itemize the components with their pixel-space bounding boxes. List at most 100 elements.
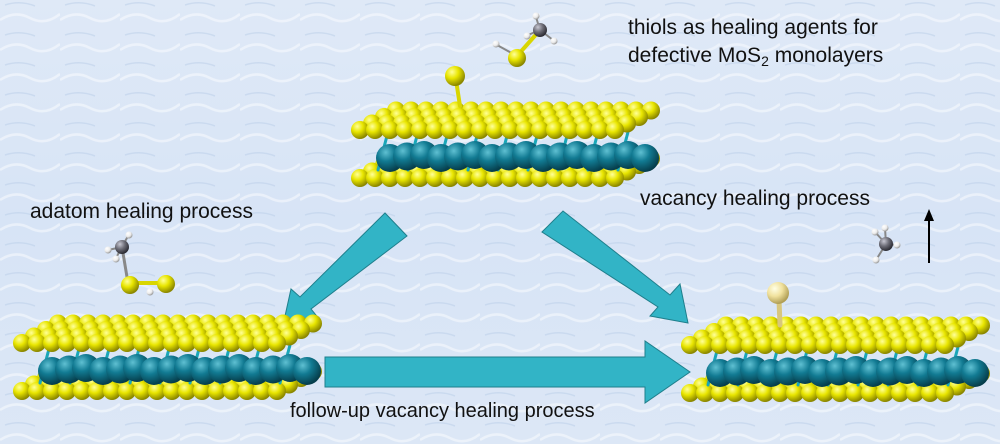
sulfur-atom <box>921 384 939 402</box>
adatom-thiol-carbon <box>115 240 129 254</box>
hydrogen <box>146 288 154 296</box>
thiol-carbon <box>533 23 547 37</box>
sulfur-atom <box>546 121 564 139</box>
sulfur-atom <box>846 384 864 402</box>
sulfur-atom <box>741 336 759 354</box>
sulfur-atom <box>178 334 196 352</box>
sulfur-atom <box>936 384 954 402</box>
sulfur-atom <box>133 382 151 400</box>
sulfur-atom <box>681 336 699 354</box>
sulfur-atom <box>471 121 489 139</box>
sulfur-atom <box>456 121 474 139</box>
sulfur-atom <box>861 336 879 354</box>
hydrogen <box>881 224 889 232</box>
sulfur-atom <box>606 169 624 187</box>
sulfur-atom <box>58 334 76 352</box>
sulfur-atom <box>831 336 849 354</box>
thiol-sulfur <box>508 49 526 67</box>
sulfur-atom <box>516 121 534 139</box>
healed-sulfur-atom <box>767 282 789 304</box>
sulfur-atom <box>103 382 121 400</box>
sulfur-atom <box>366 121 384 139</box>
sulfur-atom <box>906 336 924 354</box>
sulfur-atom <box>13 382 31 400</box>
sulfur-atom <box>178 382 196 400</box>
sulfur-atom <box>193 382 211 400</box>
hydrogen <box>532 12 540 20</box>
vacancy-label: vacancy healing process <box>640 187 870 210</box>
sulfur-atom <box>591 121 609 139</box>
arrow-to-vacancy-layer <box>541 210 689 324</box>
hydrogen <box>893 241 901 249</box>
sulfur-atom <box>846 336 864 354</box>
sulfur-atom <box>531 169 549 187</box>
sulfur-atom <box>381 169 399 187</box>
sulfur-atom <box>876 336 894 354</box>
sulfur-atom <box>351 121 369 139</box>
sulfur-atom <box>816 336 834 354</box>
methane-molecule <box>871 224 901 264</box>
sulfur-atom <box>148 382 166 400</box>
up-arrow-head <box>924 209 934 221</box>
sulfur-atom <box>456 169 474 187</box>
sulfur-atom <box>13 334 31 352</box>
sulfur-atom <box>43 334 61 352</box>
sulfur-atom <box>576 121 594 139</box>
sulfur-atom <box>516 169 534 187</box>
sulfur-atom <box>471 169 489 187</box>
methane-carbon <box>879 237 893 251</box>
mos2-layer-vacancy <box>681 282 990 402</box>
sulfur-atom <box>501 169 519 187</box>
sulfur-atom <box>396 169 414 187</box>
sulfur-atom <box>531 121 549 139</box>
sulfur-atom <box>163 334 181 352</box>
sulfur-atom <box>208 382 226 400</box>
sulfur-atom <box>58 382 76 400</box>
title-subscript: 2 <box>761 53 769 69</box>
sulfur-atom <box>103 334 121 352</box>
sulfur-atom <box>771 384 789 402</box>
sulfur-atom <box>711 384 729 402</box>
hydrogen <box>523 32 531 40</box>
sulfur-atom <box>28 382 46 400</box>
adatom-thiol-sulfur <box>121 276 139 294</box>
sulfur-atom <box>441 169 459 187</box>
sulfur-atom <box>906 384 924 402</box>
sulfur-atom <box>223 334 241 352</box>
hydrogen <box>112 255 120 263</box>
sulfur-atom <box>606 121 624 139</box>
sulfur-atom <box>936 336 954 354</box>
sulfur-atom <box>921 336 939 354</box>
sulfur-atom <box>741 384 759 402</box>
sulfur-atom <box>193 334 211 352</box>
molybdenum-atom <box>631 144 659 172</box>
sulfur-atom <box>786 336 804 354</box>
hydrogen <box>871 228 879 236</box>
sulfur-adatom <box>445 66 465 86</box>
sulfur-atom <box>208 334 226 352</box>
thiol-molecule-adatom <box>104 231 175 296</box>
sulfur-atom <box>411 169 429 187</box>
sulfur-atom <box>133 334 151 352</box>
sulfur-atom <box>73 382 91 400</box>
sulfur-atom <box>816 384 834 402</box>
sulfur-atom <box>238 382 256 400</box>
sulfur-atom <box>561 169 579 187</box>
sulfur-atom <box>831 384 849 402</box>
sulfur-atom <box>28 334 46 352</box>
sulfur-atom <box>163 382 181 400</box>
sulfur-atom <box>696 384 714 402</box>
sulfur-atom <box>546 169 564 187</box>
arrow-follow-up <box>324 340 691 404</box>
title-line-2-suffix: monolayers <box>768 44 884 67</box>
mos2-layer-top <box>351 66 660 187</box>
sulfur-atom <box>426 121 444 139</box>
mos2-layer-adatom <box>13 314 322 400</box>
sulfur-atom <box>441 121 459 139</box>
sulfur-atom <box>88 382 106 400</box>
sulfur-atom <box>861 384 879 402</box>
sulfur-atom <box>396 121 414 139</box>
sulfur-atom <box>801 336 819 354</box>
sulfur-atom <box>486 169 504 187</box>
